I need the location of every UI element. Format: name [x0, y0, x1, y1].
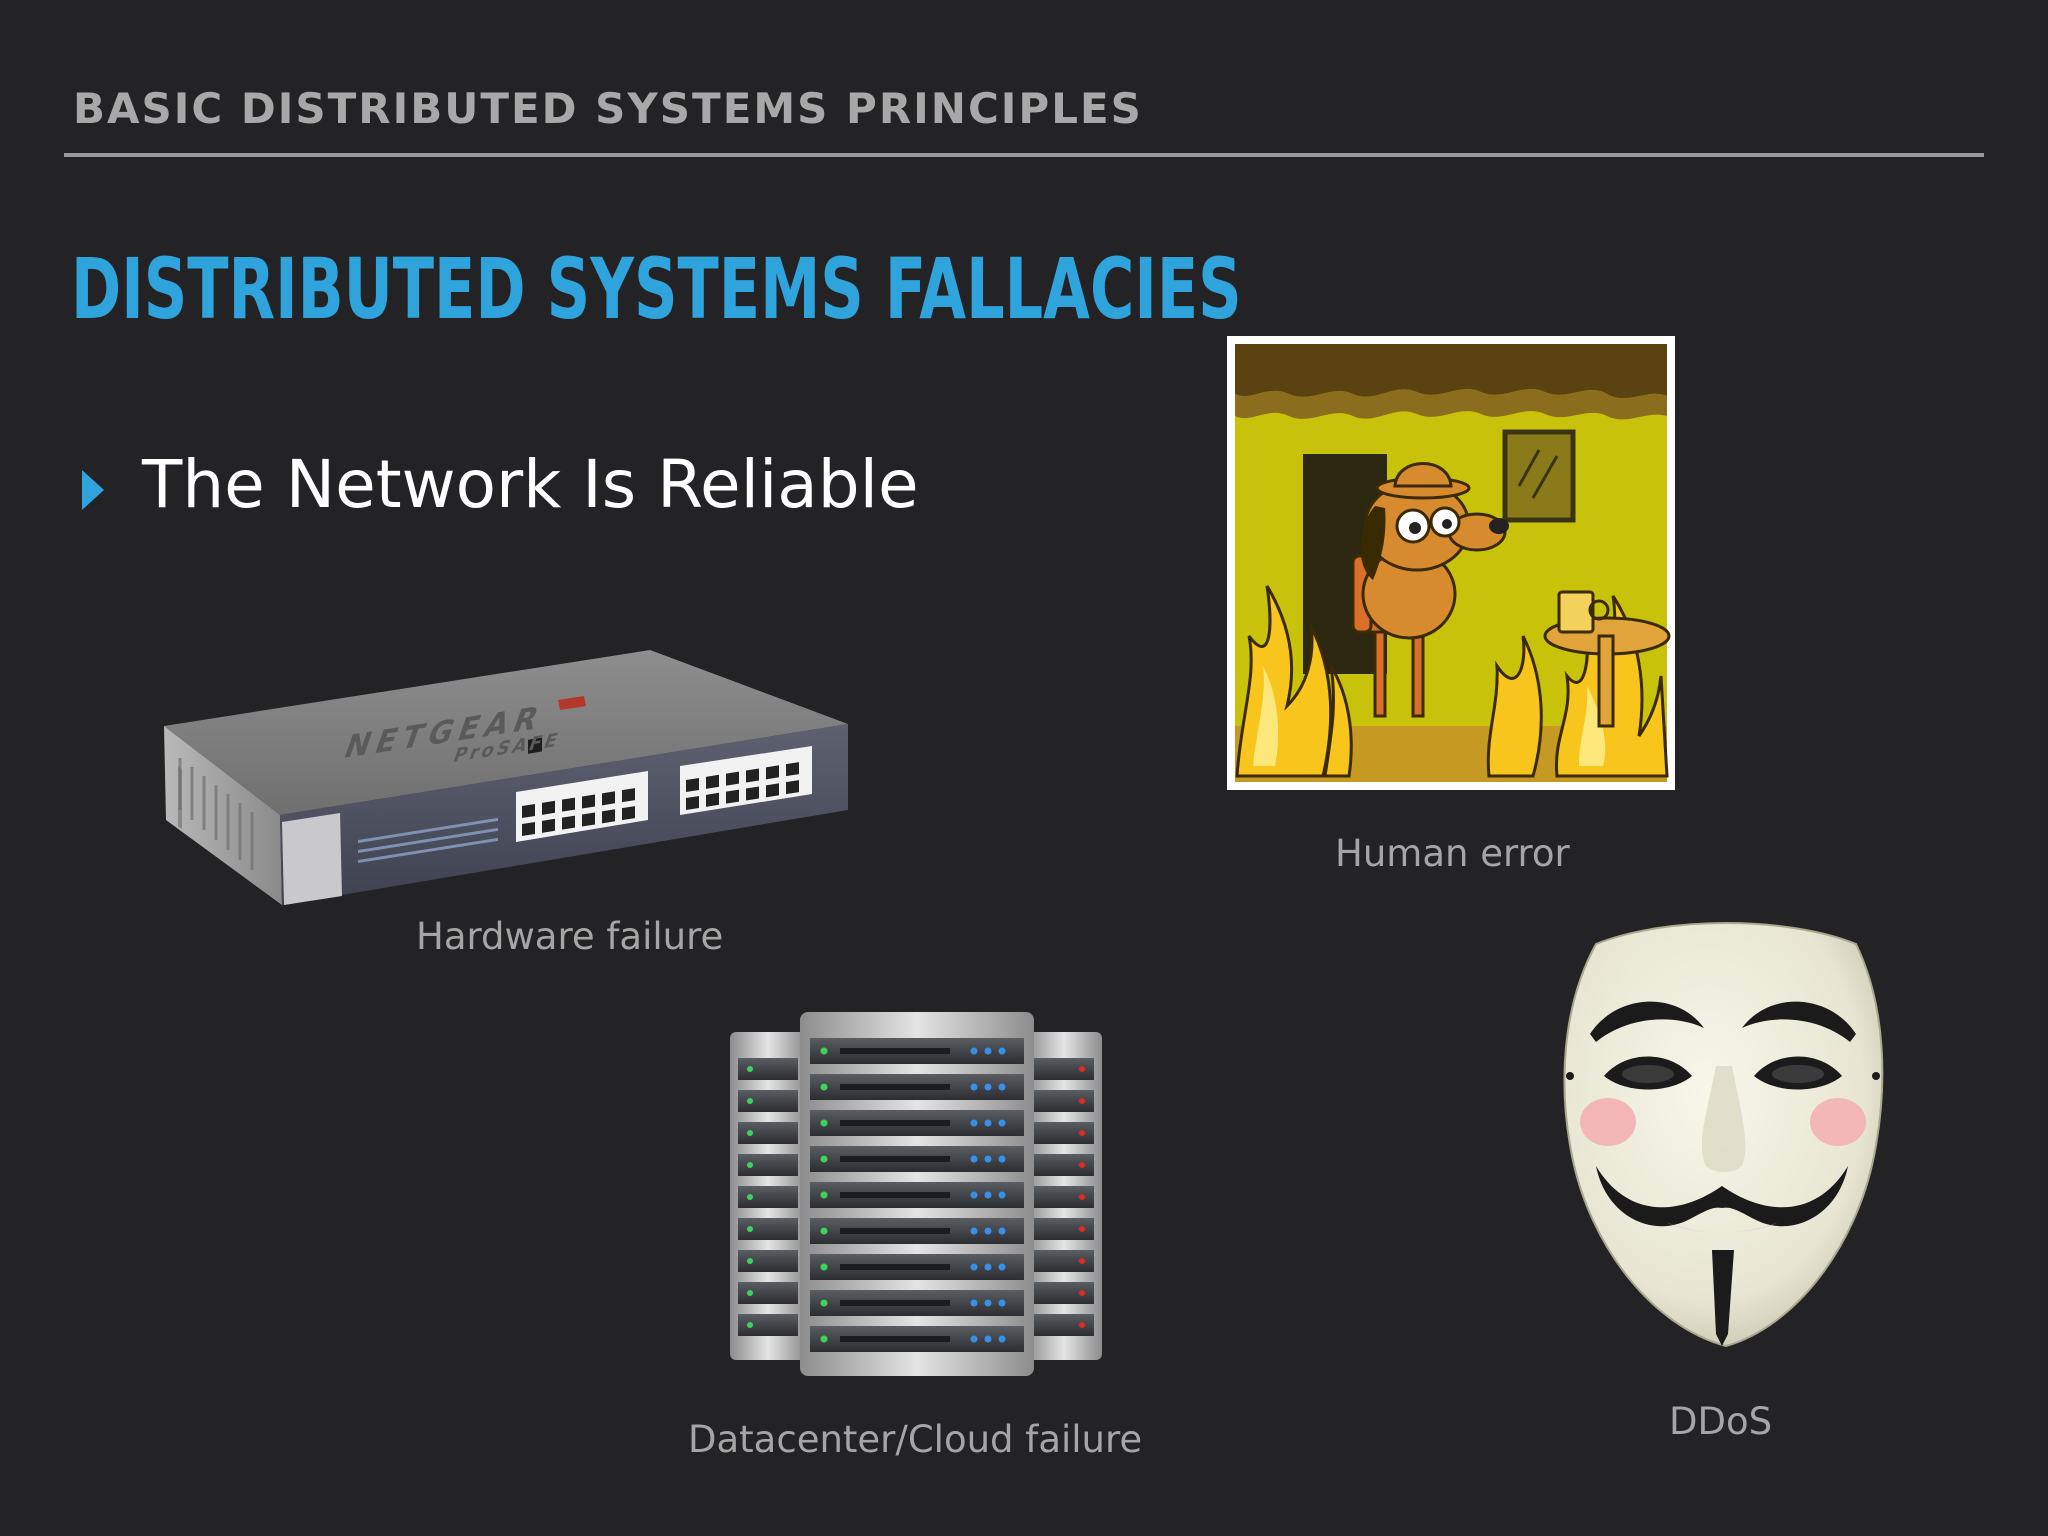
guy-fawkes-mask-image — [1563, 922, 1884, 1348]
header-divider — [64, 153, 1984, 157]
bullet-triangle-icon — [82, 470, 104, 510]
section-title: BASIC DISTRIBUTED SYSTEMS PRINCIPLES — [73, 84, 1143, 133]
caption-hardware-failure: Hardware failure — [416, 915, 724, 958]
caption-human-error: Human error — [1335, 832, 1570, 875]
caption-datacenter-failure: Datacenter/Cloud failure — [688, 1418, 1143, 1461]
slide-title: DISTRIBUTED SYSTEMS FALLACIES — [71, 240, 1242, 338]
network-switch-image: NETGEAR ProSAFE — [164, 650, 848, 905]
caption-ddos: DDoS — [1669, 1400, 1773, 1443]
server-rack-image — [730, 1012, 1102, 1376]
bullet-text: The Network Is Reliable — [142, 446, 919, 523]
this-is-fine-meme-image — [1227, 336, 1675, 790]
